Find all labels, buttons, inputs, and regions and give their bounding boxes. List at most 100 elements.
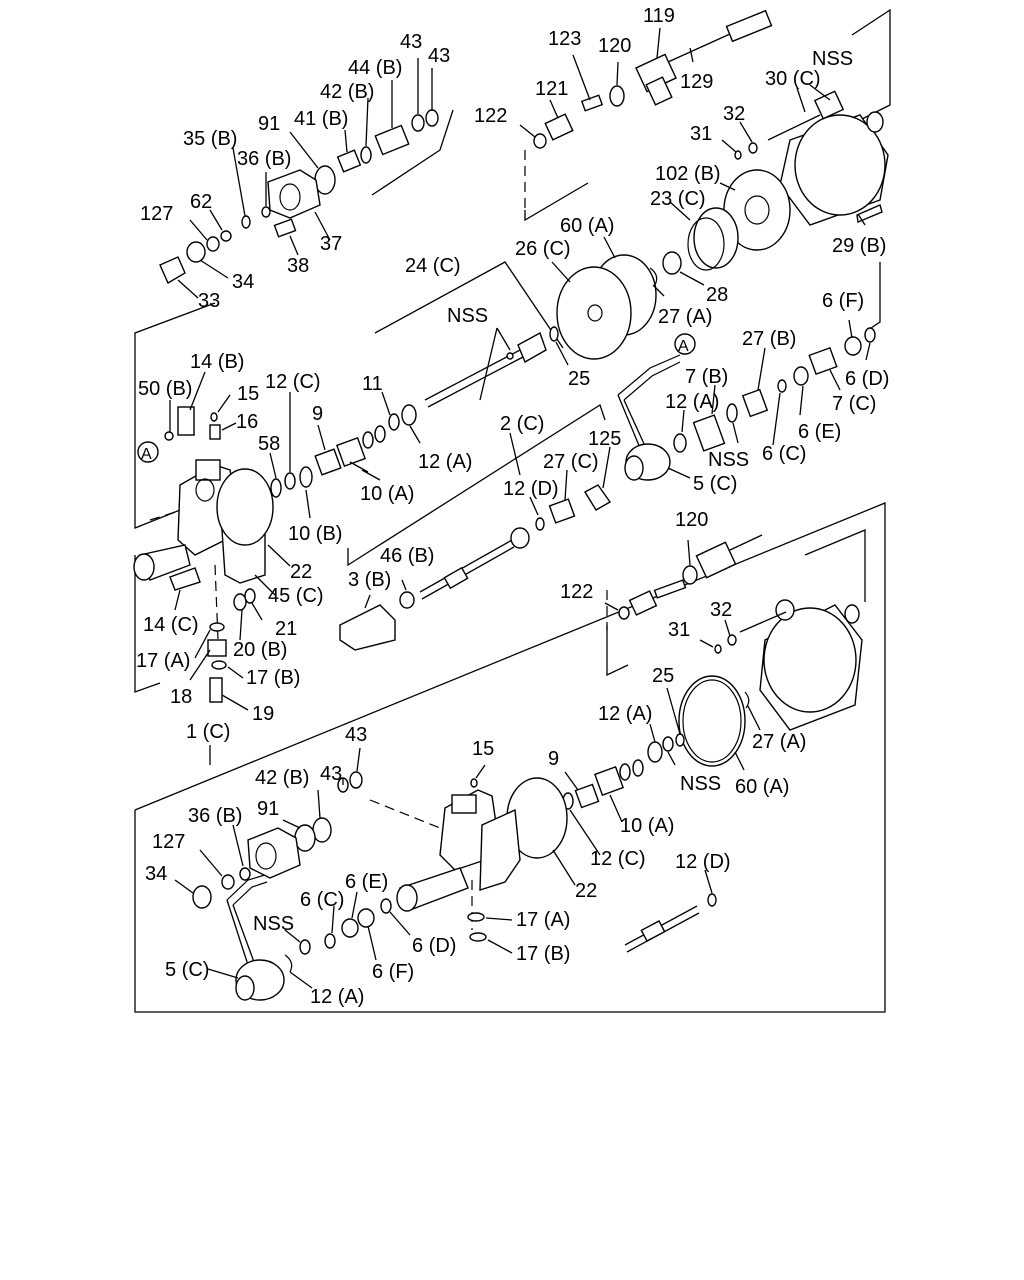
callout-6f: 6 (F) [822,290,864,312]
drawing-stroke [695,541,737,579]
drawing-stroke [371,109,454,196]
drawing-stroke [640,920,666,942]
part-36b-lower [239,867,251,881]
drawing-stroke [133,553,155,581]
callout-17b-lower: 17 (B) [516,943,570,965]
callout-43-lower: 43 [345,724,367,746]
drawing-stroke [509,432,521,476]
part-122-lower [618,606,630,620]
drawing-stroke [624,455,644,481]
drawing-stroke [725,9,773,43]
part-123-pin [580,94,604,112]
part-cap-housing [267,169,321,219]
callout-27a-lower: 27 (A) [752,731,806,753]
drawing-stroke [134,555,161,693]
part-5c-crank-lower [226,874,285,1001]
part-32-washer [748,142,758,154]
part-6d-lower [380,898,392,914]
drawing-stroke [603,236,616,259]
drawing-stroke [744,195,770,225]
marker-a-right [674,333,696,355]
drawing-stroke [775,599,795,621]
drawing-stroke [367,925,377,961]
part-12d-ring [535,517,545,531]
part-127-ring [206,236,220,252]
part-22-gasket [216,468,274,546]
marker-a-left [137,441,159,463]
drawing-stroke [719,182,736,191]
drawing-stroke [796,87,806,113]
part-11-ring [388,413,400,431]
callout-35b: 35 (B) [183,128,237,150]
drawing-stroke [724,619,731,637]
drawing-stroke [174,589,181,611]
drawing-stroke [687,539,691,566]
drawing-stroke [351,891,358,919]
part-33-plug [159,256,186,285]
part-60a-lower [678,675,746,767]
drawing-stroke [721,139,737,153]
drawing-stroke [617,394,641,449]
drawing-stroke [645,76,673,106]
part-31-lower [714,644,722,654]
drawing-stroke [555,341,569,366]
drawing-stroke [739,121,753,143]
callout-58: 58 [258,433,280,455]
part-27a-clip [649,267,658,286]
callout-102b: 102 (B) [655,163,721,185]
part-24c-shaft [424,331,547,408]
drawing-stroke [549,99,559,119]
drawing-stroke [247,827,301,879]
drawing-stroke [331,905,335,934]
drawing-stroke [221,694,249,711]
drawing-stroke [239,609,243,641]
part-25-ring [549,326,559,342]
callout-43b: 43 [428,45,450,67]
callout-17a: 17 (A) [136,650,190,672]
callout-7c: 7 (C) [832,393,876,415]
callout-122-lower: 122 [560,581,593,603]
drawing-stroke [369,799,446,831]
part-27a-lower [744,691,750,709]
drawing-stroke [572,54,591,101]
drawing-stroke [221,422,237,431]
part-6e-ring [793,366,809,386]
callout-31-lower: 31 [668,619,690,641]
drawing-stroke [305,489,311,519]
callout-33: 33 [198,290,220,312]
drawing-stroke [251,602,263,621]
callout-27b: 27 (B) [742,328,796,350]
part-29b-bolt [856,204,883,223]
callout-17a-lower: 17 (A) [516,909,570,931]
callout-34-lower: 34 [145,863,167,885]
callout-3b: 3 (B) [348,569,391,591]
drawing-stroke [867,262,881,331]
callout-14c: 14 (C) [143,614,199,636]
part-10a-lower [594,766,624,796]
callout-36b-lower: 36 (B) [188,805,242,827]
drawing-stroke [361,469,381,481]
part-34-ring [186,241,206,263]
part-5c-crank [617,354,681,481]
callout-15-lower: 15 [472,738,494,760]
marker-a-left-text: A [141,446,152,463]
drawing-stroke [747,705,761,731]
part-28-bushing [662,251,682,275]
drawing-stroke [195,459,221,481]
part-16-spring [209,424,221,440]
drawing-stroke [427,356,524,408]
part-6e-lower [341,918,359,938]
callout-nss-mid: NSS [708,449,749,471]
part-121-bushing [544,113,574,141]
drawing-stroke [623,399,646,447]
part-10a-seal [336,437,366,467]
part-rod-lower [739,611,787,633]
part-17a-lower [467,912,485,922]
drawing-stroke [232,824,244,867]
part-43-ring-b [425,109,439,127]
part-30c-chamber [779,111,889,226]
part-nss-lower [662,736,674,752]
drawing-stroke [519,124,536,138]
callout-42b: 42 (B) [320,81,374,103]
